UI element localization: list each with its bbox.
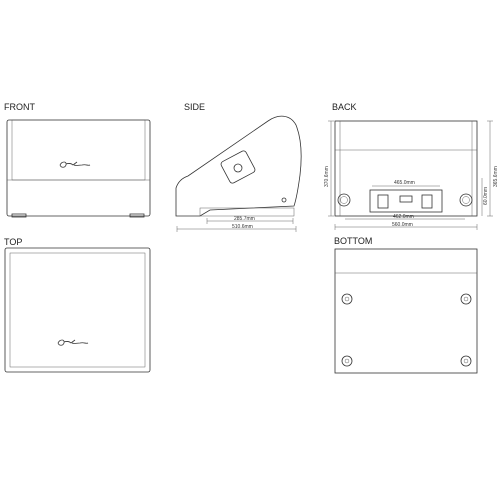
front-right-foot-icon xyxy=(129,213,145,218)
back-left-handle-icon xyxy=(337,193,351,207)
back-spacing-dimension: 462.0mm xyxy=(393,214,414,220)
back-connector-right-icon xyxy=(421,194,433,209)
bottom-view xyxy=(334,248,478,374)
side-view-label: SIDE xyxy=(184,102,205,112)
front-view xyxy=(6,119,151,218)
top-view xyxy=(4,247,151,373)
side-view xyxy=(175,115,302,232)
back-connector-left-icon xyxy=(377,194,389,209)
back-width-dimension: 560.0mm xyxy=(392,222,413,228)
bottom-foot-top-left-icon xyxy=(341,293,353,305)
top-view-label: TOP xyxy=(4,237,22,247)
front-view-label: FRONT xyxy=(4,102,35,112)
back-panel-height-dimension: 60.0mm xyxy=(483,187,489,205)
bottom-foot-bottom-right-icon xyxy=(460,355,472,367)
bottom-foot-bottom-left-icon xyxy=(341,355,353,367)
top-logo-icon xyxy=(57,339,89,346)
bottom-view-label: BOTTOM xyxy=(334,236,372,246)
back-right-handle-icon xyxy=(459,193,473,207)
back-total-height-dimension: 365.6mm xyxy=(493,166,499,187)
back-height-dimension: 370.6mm xyxy=(324,166,330,187)
bottom-foot-top-right-icon xyxy=(460,293,472,305)
side-depth-dimension: 510.6mm xyxy=(232,224,253,230)
side-handle-icon xyxy=(220,150,256,184)
back-panel-width-dimension: 465.0mm xyxy=(394,180,415,186)
side-inner-dimension: 285.7mm xyxy=(234,216,255,222)
back-badge-icon xyxy=(399,195,413,203)
front-logo-icon xyxy=(59,161,91,168)
front-left-foot-icon xyxy=(11,213,27,218)
side-handle-knob-icon xyxy=(233,163,243,173)
back-view xyxy=(328,120,493,230)
back-view-label: BACK xyxy=(332,102,357,112)
side-screw-icon xyxy=(281,197,287,203)
back-connector-panel xyxy=(369,189,443,213)
